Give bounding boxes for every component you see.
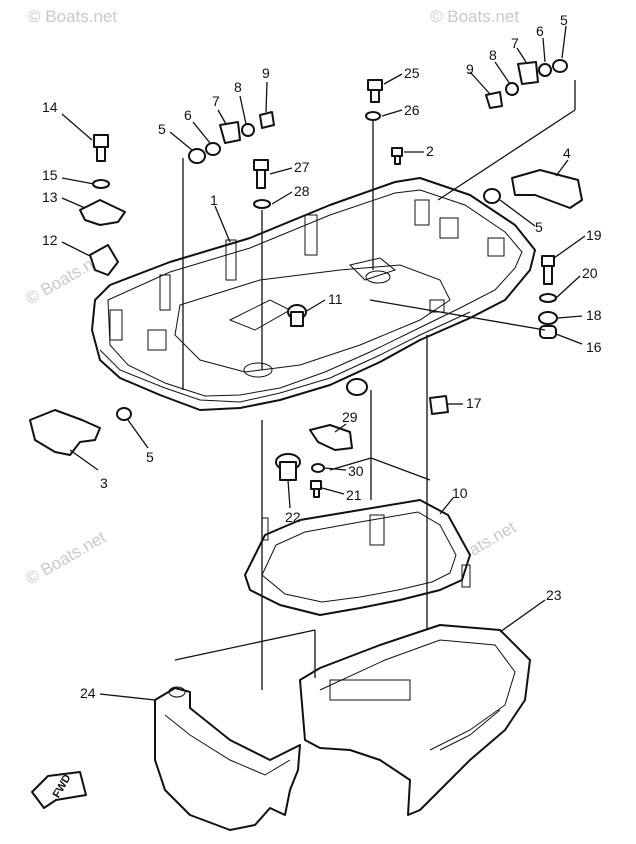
callout-5: 5 <box>560 12 568 28</box>
callout-5: 5 <box>158 121 166 137</box>
callout-6: 6 <box>184 107 192 123</box>
callout-9: 9 <box>262 65 270 81</box>
callout-19: 19 <box>586 227 602 243</box>
callout-27: 27 <box>294 159 310 175</box>
fwd-arrow-icon: FWD <box>31 771 87 809</box>
callout-9: 9 <box>466 61 474 77</box>
callout-25: 25 <box>404 65 420 81</box>
callout-22: 22 <box>285 509 301 525</box>
callout-8: 8 <box>489 47 497 63</box>
hardware-parts <box>29 59 583 498</box>
callout-26: 26 <box>404 102 420 118</box>
callout-7: 7 <box>212 93 220 109</box>
callout-13: 13 <box>42 189 58 205</box>
callout-1: 1 <box>210 192 218 208</box>
callout-labels: 14 15 13 12 5 6 7 8 9 25 26 2 27 28 1 11… <box>42 12 602 701</box>
callout-8: 8 <box>234 79 242 95</box>
rubber-seal-10 <box>244 499 471 616</box>
leader-lines <box>61 25 586 701</box>
callout-15: 15 <box>42 167 58 183</box>
watermark-text: © Boats.net <box>28 7 117 26</box>
side-cover-24 <box>154 686 301 831</box>
callout-12: 12 <box>42 232 58 248</box>
callout-30: 30 <box>348 463 364 479</box>
callout-24: 24 <box>80 685 96 701</box>
callout-5: 5 <box>146 449 154 465</box>
callout-18: 18 <box>586 307 602 323</box>
callout-29: 29 <box>342 409 358 425</box>
watermark-text: © Boats.net <box>23 527 110 588</box>
callout-5: 5 <box>535 219 543 235</box>
callout-10: 10 <box>452 485 468 501</box>
callout-20: 20 <box>582 265 598 281</box>
callout-14: 14 <box>42 99 58 115</box>
callout-11: 11 <box>328 291 343 307</box>
bottom-cowling-1 <box>91 177 536 411</box>
callout-16: 16 <box>586 339 602 355</box>
side-cover-23 <box>299 624 531 816</box>
callout-7: 7 <box>511 35 519 51</box>
callout-28: 28 <box>294 183 310 199</box>
callout-3: 3 <box>100 475 108 491</box>
callout-23: 23 <box>546 587 562 603</box>
callout-21: 21 <box>346 487 362 503</box>
callout-2: 2 <box>426 143 434 159</box>
callout-6: 6 <box>536 23 544 39</box>
callout-4: 4 <box>563 145 571 161</box>
callout-17: 17 <box>466 395 482 411</box>
watermark-text: © Boats.net <box>430 7 519 26</box>
